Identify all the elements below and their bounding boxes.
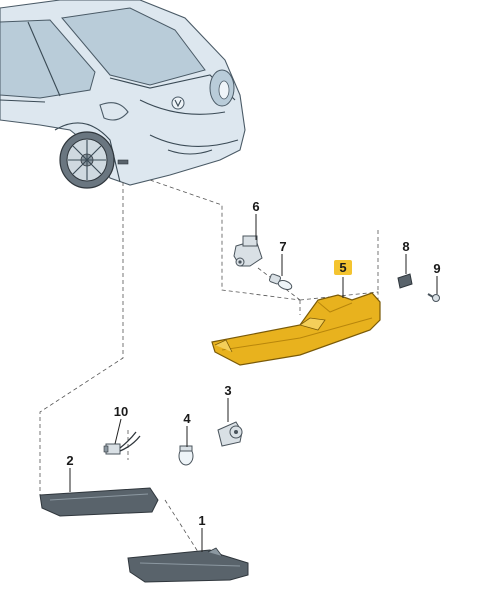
callout-labels: 6 7 5 8 9 3 10 4 2 1 [66, 199, 440, 528]
part-6-bulb-socket [233, 235, 263, 267]
part-5-side-marker-lamp [211, 292, 381, 366]
part-8-clip [397, 273, 413, 289]
callout-10: 10 [114, 404, 128, 419]
callout-9: 9 [433, 261, 440, 276]
part-3-socket [217, 421, 243, 447]
callout-6: 6 [252, 199, 259, 214]
assembly-lines [39, 179, 379, 556]
callout-8: 8 [402, 239, 409, 254]
callout-5-highlight: 5 [334, 260, 352, 275]
part-7-bulb [268, 273, 293, 290]
front-wheel [59, 131, 115, 189]
callout-7: 7 [279, 239, 286, 254]
callout-5: 5 [339, 260, 346, 275]
callout-2: 2 [66, 453, 73, 468]
part-9-screw [427, 293, 440, 302]
part-1-lens [127, 547, 249, 583]
callout-4: 4 [183, 411, 191, 426]
part-4-bulb [178, 445, 194, 466]
part-2-lens [39, 487, 159, 517]
callout-leaders [69, 214, 438, 552]
part-10-connector [103, 431, 141, 455]
car-illustration [0, 0, 246, 189]
callout-3: 3 [224, 383, 231, 398]
callout-1: 1 [198, 513, 205, 528]
